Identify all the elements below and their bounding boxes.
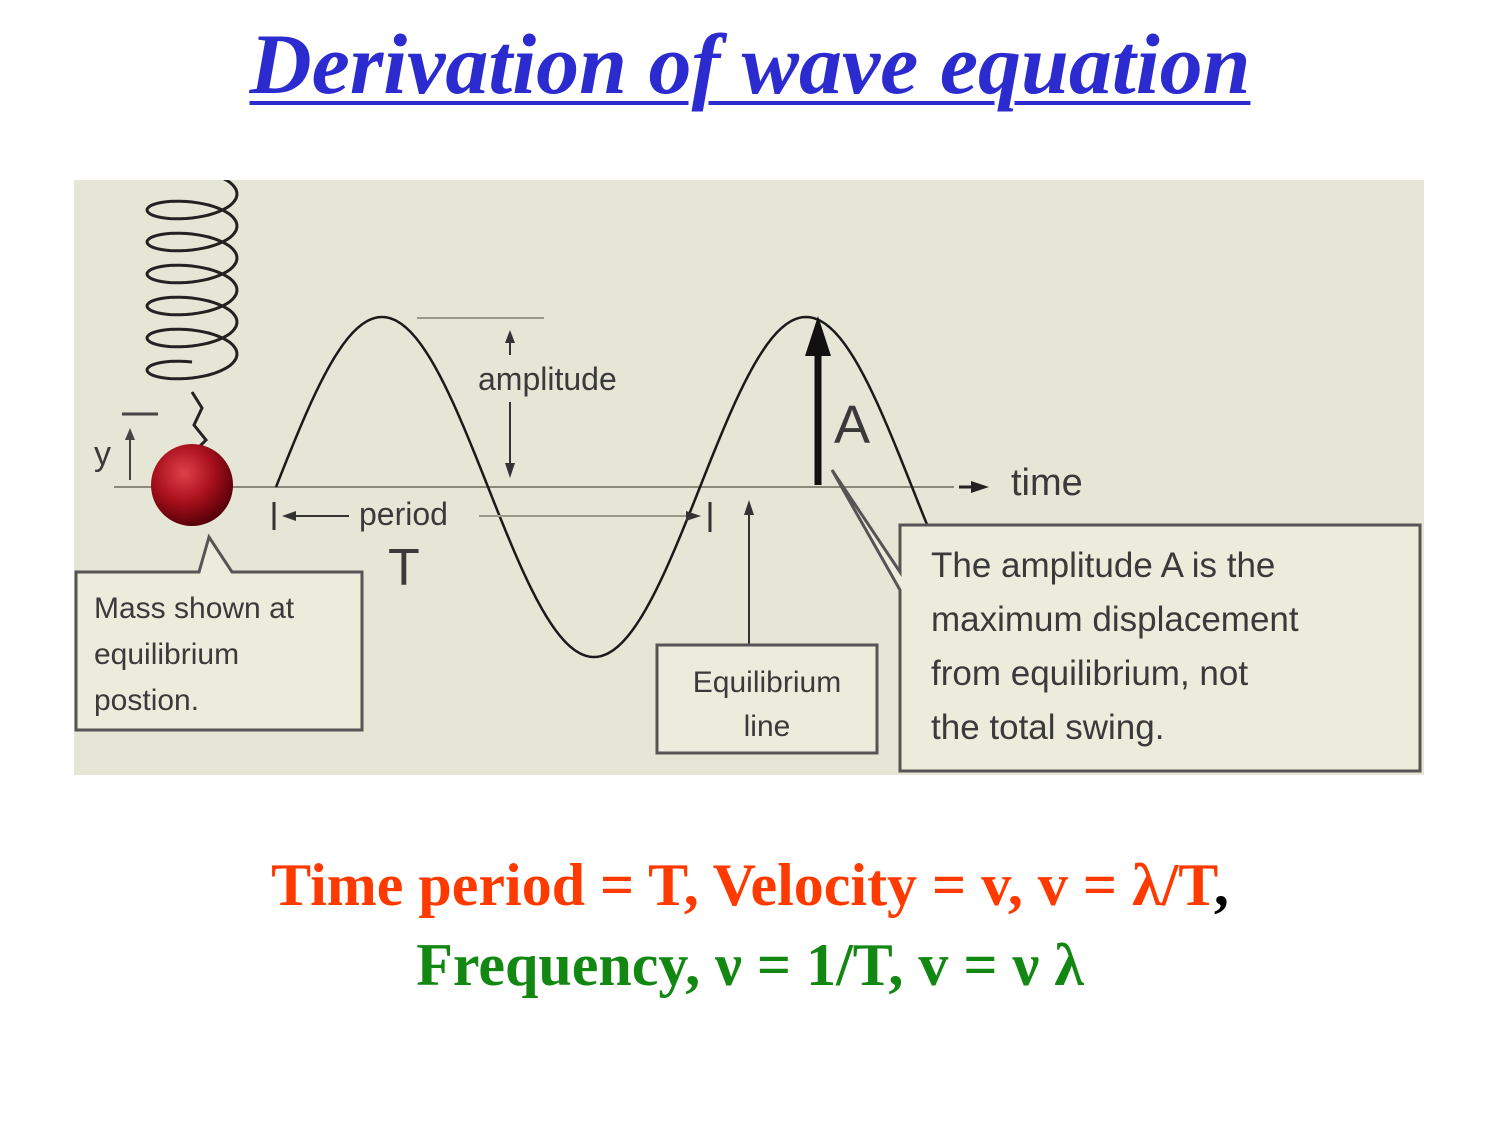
spring <box>145 180 239 450</box>
caption-frequency-formula: Frequency, ν = 1/T, v = ν λ <box>416 932 1084 998</box>
equilibrium-callout-line-1: Equilibrium <box>693 666 841 699</box>
time-arrow-head <box>971 481 989 493</box>
A-arrow-head <box>805 316 831 356</box>
mass-callout-line-2: equilibrium <box>94 638 239 671</box>
mass-callout-line-3: postion. <box>94 684 199 717</box>
amplitude-arrow-down-head <box>505 463 515 478</box>
amplitude-callout-line-2: maximum displacement <box>931 600 1299 639</box>
caption-line-2: Frequency, ν = 1/T, v = ν λ <box>0 925 1500 1005</box>
amplitude-arrow-up-head <box>505 330 515 343</box>
caption-comma: , <box>1213 852 1229 918</box>
caption-velocity-formula: Time period = T, Velocity = v, v = λ/T <box>271 852 1214 918</box>
sine-wave <box>274 315 938 659</box>
amplitude-callout-box <box>830 469 1422 773</box>
period-right-arrow <box>686 511 701 521</box>
amplitude-callout-line-4: the total swing. <box>931 708 1164 747</box>
amplitude-callout-line-1: The amplitude A is the <box>931 546 1275 585</box>
mass-callout-line-1: Mass shown at <box>94 592 295 625</box>
mass-callout-box <box>74 533 364 732</box>
time-label: time <box>1011 462 1083 504</box>
equilibrium-pointer-head <box>744 500 754 515</box>
y-label: y <box>94 435 111 473</box>
period-left-arrow <box>282 511 296 521</box>
page-title: Derivation of wave equation <box>249 16 1251 112</box>
A-label: A <box>834 395 870 455</box>
equilibrium-callout-line-2: line <box>744 710 791 743</box>
amplitude-callout-line-3: from equilibrium, not <box>931 654 1248 693</box>
amplitude-label: amplitude <box>478 361 617 397</box>
y-arrow-head <box>125 428 135 440</box>
wave-diagram: time y amplitude A period T Mass shown a… <box>74 180 1424 775</box>
mass-ball <box>151 444 233 526</box>
caption-line-1: Time period = T, Velocity = v, v = λ/T, <box>0 845 1500 925</box>
equilibrium-callout-box <box>655 643 879 755</box>
period-label: period <box>359 496 448 532</box>
period-T-label: T <box>388 539 420 597</box>
